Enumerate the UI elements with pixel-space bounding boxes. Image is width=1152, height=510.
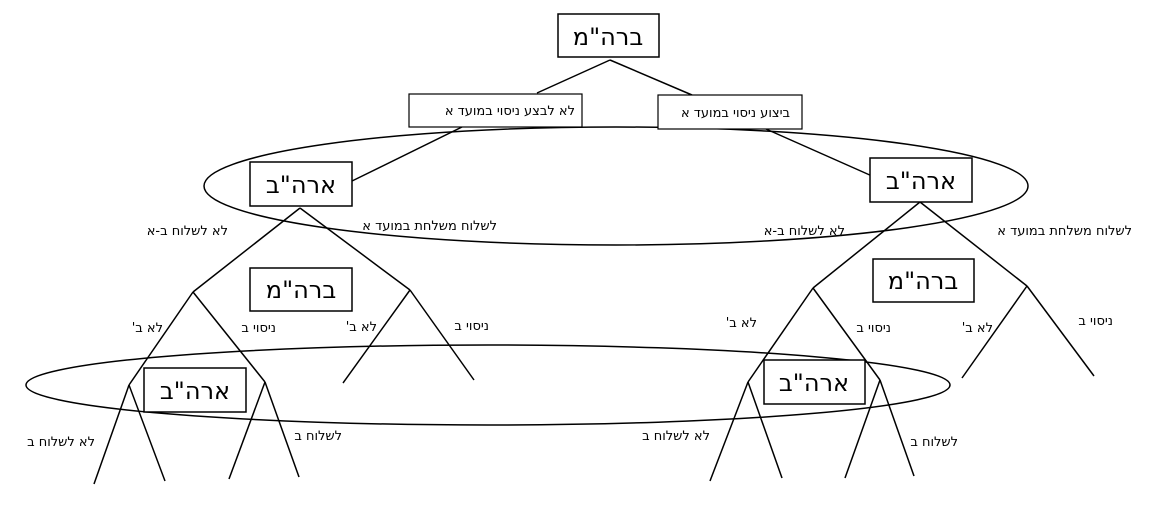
label-send-a-right: לשלוח משלחת במועד א	[997, 224, 1132, 239]
edge-n4-not-b	[961, 285, 1028, 379]
edge-n2-not-b	[342, 289, 411, 384]
edge-us-right-no-send	[812, 201, 921, 289]
label-not-b-2: לא ב'	[346, 320, 377, 335]
action-test-label: ביצוע ניסוי במועד א	[681, 106, 790, 121]
node-us-bottom-right-label: ארה"ב	[779, 369, 849, 397]
edge-r1-send-b	[747, 381, 783, 479]
node-ussr-left-label: ברה"מ	[266, 276, 336, 304]
label-send-b-left: לשלוח ב	[294, 429, 342, 444]
node-ussr-left: ברה"מ	[249, 267, 353, 312]
edge-us-right-send	[919, 201, 1028, 287]
action-box-no-test: לא לבצע ניסוי במועד א	[408, 93, 583, 128]
edge-us-left-send	[299, 207, 411, 291]
edge-no-test-to-us-left	[349, 126, 463, 183]
information-set-us-a	[203, 126, 1029, 246]
label-test-b-3: ניסוי ב	[856, 321, 891, 336]
edge-l1-send-b	[128, 384, 166, 482]
root-node-label: ברה"מ	[573, 23, 643, 51]
action-no-test-label: לא לבצע ניסוי במועד א	[445, 104, 575, 119]
edge-l2-no-send-b	[228, 381, 266, 480]
edge-r2-no-send-b	[844, 379, 881, 479]
label-no-send-a-right: לא לשלוח ב-א	[764, 224, 845, 239]
node-us-left-label: ארה"ב	[266, 171, 336, 199]
action-box-test: ביצוע ניסוי במועד א	[657, 94, 803, 130]
label-no-send-b-left: לא לשלוח ב	[27, 435, 95, 450]
edge-root-to-test	[609, 59, 693, 96]
edge-r2-send-b	[879, 379, 915, 477]
edge-n2-test-b	[409, 289, 475, 381]
edge-n3-not-b	[747, 287, 814, 383]
edge-n1-test-b	[192, 291, 266, 383]
node-ussr-right-label: ברה"מ	[888, 267, 958, 295]
node-us-bottom-left-label: ארה"ב	[160, 377, 230, 405]
tree-edges	[93, 59, 1095, 485]
edge-n4-test-b	[1026, 285, 1095, 377]
label-test-b-2: ניסוי ב	[454, 319, 489, 334]
node-ussr-right: ברה"מ	[872, 258, 975, 303]
information-set-us-b	[25, 344, 951, 426]
label-not-b-4: לא ב'	[962, 321, 993, 336]
root-node-ussr: ברה"מ	[557, 13, 660, 58]
label-send-b-right: לשלוח ב	[910, 435, 958, 450]
label-test-b-4: ניסוי ב	[1078, 314, 1113, 329]
edge-root-to-no-test	[536, 59, 611, 94]
edge-r1-no-send-b	[709, 381, 749, 482]
edge-l1-no-send-b	[93, 384, 130, 485]
edge-n1-not-b	[128, 291, 194, 386]
node-us-right: ארה"ב	[869, 157, 973, 203]
label-not-b-1: לא ב'	[132, 321, 163, 336]
label-no-send-a-left: לא לשלוח ב-א	[147, 224, 228, 239]
node-us-right-label: ארה"ב	[886, 167, 956, 195]
label-not-b-3: לא ב'	[726, 316, 757, 331]
edge-n3-test-b	[812, 287, 881, 381]
edge-l2-send-b	[264, 381, 300, 478]
edge-us-left-no-send	[192, 207, 301, 293]
node-us-left: ארה"ב	[249, 161, 353, 207]
node-us-bottom-right: ארה"ב	[763, 359, 866, 405]
edge-labels: לא לשלוח ב-א לשלוח משלחת במועד א לא לשלו…	[27, 219, 1132, 450]
edge-test-to-us-right	[765, 128, 873, 177]
label-no-send-b-right: לא לשלוח ב	[642, 429, 710, 444]
label-send-a-left: לשלוח משלחת במועד א	[362, 219, 497, 234]
label-test-b-1: ניסוי ב	[241, 321, 276, 336]
node-us-bottom-left: ארה"ב	[143, 367, 247, 413]
